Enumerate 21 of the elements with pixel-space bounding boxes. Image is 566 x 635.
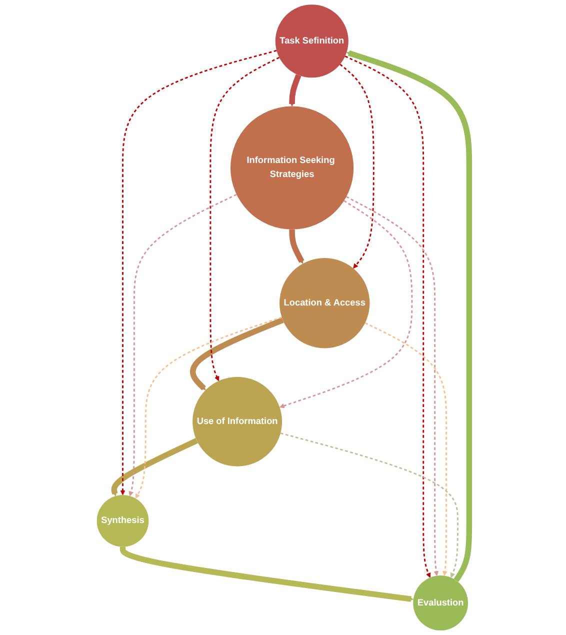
arrow	[120, 50, 277, 496]
arrow	[344, 56, 431, 578]
arrow	[210, 56, 280, 382]
node-circle: Synthesis	[96, 495, 149, 547]
arrow	[289, 228, 304, 264]
node-circle: Task Sefinition	[275, 4, 348, 78]
arrow	[364, 322, 448, 576]
arrow	[340, 64, 374, 269]
arrow	[190, 317, 284, 390]
arrow	[135, 316, 282, 499]
arrow	[280, 432, 458, 578]
node-circle: Location & Access	[280, 258, 370, 348]
arrow	[346, 50, 472, 582]
node-circle: Evalustion	[413, 576, 468, 630]
arrow	[346, 196, 439, 576]
arrow	[279, 200, 413, 408]
arrow	[111, 438, 198, 496]
arrow	[289, 74, 302, 106]
node-circle: Information Seeking Strategies	[230, 106, 354, 230]
node-circle: Use of Information	[192, 376, 282, 466]
arrow	[128, 194, 237, 496]
